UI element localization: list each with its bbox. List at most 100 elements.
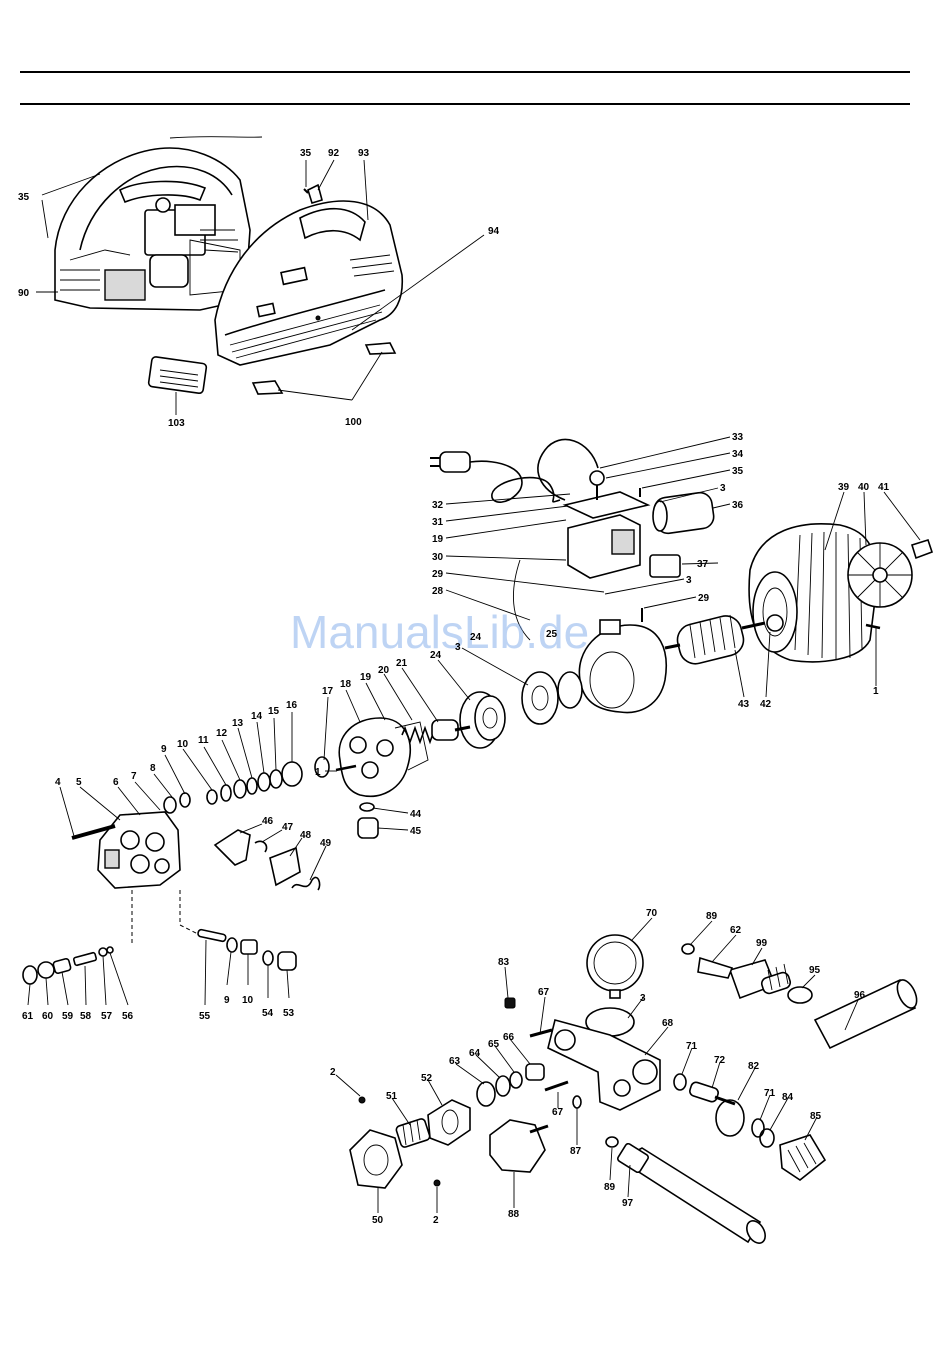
callout-9: 9 bbox=[224, 995, 230, 1006]
callout-1: 1 bbox=[315, 767, 321, 778]
connector-85 bbox=[780, 1135, 825, 1180]
callout-55: 55 bbox=[199, 1011, 211, 1022]
power-cord bbox=[430, 440, 598, 503]
callout-96: 96 bbox=[854, 990, 866, 1001]
callout-42: 42 bbox=[760, 699, 772, 710]
nut-2-upper bbox=[359, 1097, 365, 1103]
rotor-43 bbox=[665, 613, 765, 668]
foot-pad-100a bbox=[253, 381, 282, 394]
callout-3: 3 bbox=[686, 575, 692, 586]
cone-62 bbox=[698, 958, 732, 978]
clamp-95 bbox=[788, 987, 812, 1003]
clip-92 bbox=[308, 185, 322, 203]
callout-4: 4 bbox=[55, 777, 61, 788]
callout-92: 92 bbox=[328, 148, 340, 159]
plug-53 bbox=[278, 952, 296, 970]
callout-67: 67 bbox=[538, 987, 550, 998]
callout-50: 50 bbox=[372, 1215, 384, 1226]
callout-67: 67 bbox=[552, 1107, 564, 1118]
callout-31: 31 bbox=[432, 517, 444, 528]
hose-96 bbox=[815, 977, 921, 1048]
fittings-50-52 bbox=[350, 1100, 470, 1188]
foot-pad-100b bbox=[366, 343, 395, 354]
callout-93: 93 bbox=[358, 148, 370, 159]
screw-67-upper bbox=[530, 1030, 552, 1036]
wobble-plate-24 bbox=[460, 692, 505, 748]
cover-48 bbox=[270, 848, 300, 885]
pump-head-group bbox=[23, 668, 470, 1005]
callout-58: 58 bbox=[80, 1011, 92, 1022]
callout-8: 8 bbox=[150, 763, 156, 774]
callout-83: 83 bbox=[498, 957, 510, 968]
callout-14: 14 bbox=[251, 711, 263, 722]
callout-47: 47 bbox=[282, 822, 294, 833]
callout-3: 3 bbox=[720, 483, 726, 494]
callout-35: 35 bbox=[18, 192, 30, 203]
callout-46: 46 bbox=[262, 816, 274, 827]
callout-51: 51 bbox=[386, 1091, 398, 1102]
spring-clip-49 bbox=[292, 877, 320, 890]
callout-61: 61 bbox=[22, 1011, 34, 1022]
pin-55 bbox=[197, 929, 226, 942]
callout-72: 72 bbox=[714, 1055, 726, 1066]
callout-62: 62 bbox=[730, 925, 742, 936]
oring-71-b bbox=[752, 1119, 764, 1137]
washer-89-lower bbox=[606, 1137, 618, 1147]
callout-68: 68 bbox=[662, 1018, 674, 1029]
motor-group bbox=[430, 437, 932, 748]
callout-24: 24 bbox=[470, 632, 482, 643]
small-seals-63-66 bbox=[477, 1064, 544, 1106]
callout-7: 7 bbox=[131, 771, 137, 782]
callout-44: 44 bbox=[410, 809, 422, 820]
nut-83 bbox=[505, 998, 515, 1008]
callout-25: 25 bbox=[546, 629, 558, 640]
nut-2-lower bbox=[434, 1180, 440, 1186]
manifold-68 bbox=[548, 1020, 660, 1110]
callout-10: 10 bbox=[177, 739, 189, 750]
valve-10-lower bbox=[241, 940, 257, 954]
callout-100: 100 bbox=[345, 417, 362, 428]
callout-65: 65 bbox=[488, 1039, 500, 1050]
callout-24: 24 bbox=[430, 650, 442, 661]
callout-87: 87 bbox=[570, 1146, 582, 1157]
callout-43: 43 bbox=[738, 699, 750, 710]
grille-103 bbox=[148, 356, 207, 393]
callout-71: 71 bbox=[764, 1088, 776, 1099]
screw-67-lower bbox=[545, 1082, 568, 1090]
callout-97: 97 bbox=[622, 1198, 634, 1209]
callout-6: 6 bbox=[113, 777, 119, 788]
callout-88: 88 bbox=[508, 1209, 520, 1220]
valve-parts-56-61 bbox=[23, 947, 113, 984]
motor-flange bbox=[579, 620, 666, 713]
valve-stack-9-16 bbox=[164, 762, 302, 813]
callout-71: 71 bbox=[686, 1041, 698, 1052]
capacitor-36 bbox=[653, 491, 715, 535]
callout-15: 15 bbox=[268, 706, 280, 717]
callout-54: 54 bbox=[262, 1008, 274, 1019]
ring-82 bbox=[716, 1100, 744, 1136]
callout-12: 12 bbox=[216, 728, 228, 739]
callout-29: 29 bbox=[698, 593, 710, 604]
lance-tube-97 bbox=[617, 1143, 769, 1247]
callout-33: 33 bbox=[732, 432, 744, 443]
callout-3: 3 bbox=[640, 993, 646, 1004]
callout-5: 5 bbox=[76, 777, 82, 788]
cap-88 bbox=[490, 1120, 548, 1172]
callout-37: 37 bbox=[697, 559, 709, 570]
pressure-gauge-70 bbox=[587, 935, 643, 998]
callout-41: 41 bbox=[878, 482, 890, 493]
fan-40 bbox=[848, 543, 912, 607]
callout-2: 2 bbox=[433, 1215, 439, 1226]
callout-29: 29 bbox=[432, 569, 444, 580]
oring-54 bbox=[263, 951, 273, 965]
callout-45: 45 bbox=[410, 826, 422, 837]
callout-57: 57 bbox=[101, 1011, 113, 1022]
callout-40: 40 bbox=[858, 482, 870, 493]
bracket-46 bbox=[215, 830, 250, 865]
assembly-leader-right bbox=[180, 890, 200, 935]
callout-99: 99 bbox=[756, 938, 768, 949]
callout-53: 53 bbox=[283, 1008, 295, 1019]
callout-82: 82 bbox=[748, 1061, 760, 1072]
callout-56: 56 bbox=[122, 1011, 134, 1022]
